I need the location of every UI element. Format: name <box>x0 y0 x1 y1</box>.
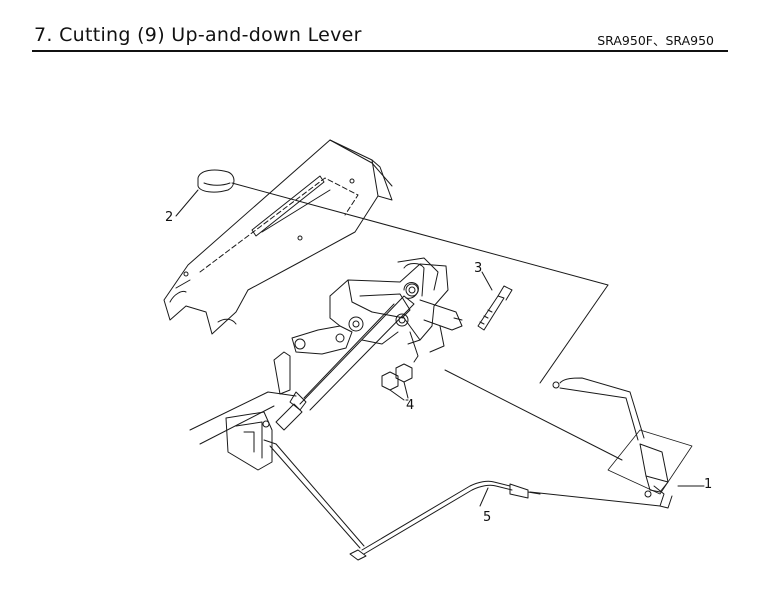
linkage-lines <box>231 182 661 507</box>
callout-4: 4 <box>406 398 415 413</box>
lever-bar <box>275 295 415 431</box>
callout-2: 2 <box>165 210 174 225</box>
callout-5: 5 <box>483 510 492 525</box>
callout-1: 1 <box>704 477 713 492</box>
upper-rod <box>552 377 645 441</box>
page-header: 7. Cutting (9) Up-and-down Lever SRA950F… <box>32 24 728 52</box>
lever-knob <box>197 169 235 193</box>
left-frame <box>189 351 297 471</box>
lever-mechanism <box>291 257 463 363</box>
page-title: 7. Cutting (9) Up-and-down Lever <box>34 24 362 46</box>
cover-plate <box>163 139 393 335</box>
nuts <box>381 363 413 401</box>
callout-leaders <box>175 189 705 507</box>
callout-3: 3 <box>474 261 483 276</box>
foot-pedal <box>607 429 693 509</box>
bolt <box>477 285 513 331</box>
model-label: SRA950F、SRA950 <box>597 33 714 48</box>
cable <box>269 443 541 561</box>
